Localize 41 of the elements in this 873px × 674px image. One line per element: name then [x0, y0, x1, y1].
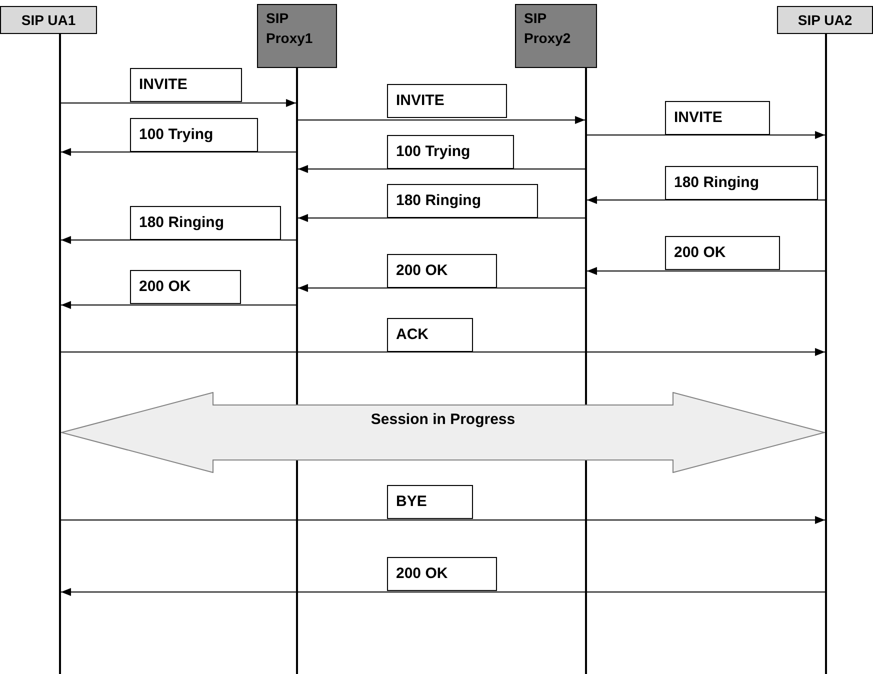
message-arrow: [60, 348, 826, 356]
lifeline: [59, 34, 61, 674]
message-label: BYE: [387, 485, 473, 519]
lifeline: [825, 34, 827, 674]
message-label: 180 Ringing: [665, 166, 818, 200]
message-label: 100 Trying: [387, 135, 514, 169]
message-label: 180 Ringing: [130, 206, 281, 240]
lifeline: [296, 68, 298, 674]
message-arrow: [60, 516, 826, 524]
participant-name: SIP UA2: [798, 11, 852, 30]
message-arrow: [298, 165, 586, 173]
participant-name: SIP Proxy1: [266, 9, 314, 48]
message-label: ACK: [387, 318, 473, 352]
message-arrow: [586, 267, 826, 275]
message-label: 200 OK: [665, 236, 780, 270]
message-arrow: [60, 99, 296, 107]
participant-box: [515, 4, 597, 68]
message-arrow: [586, 131, 826, 139]
message-arrow: [298, 116, 586, 124]
message-label: 180 Ringing: [387, 184, 538, 218]
message-arrow: [298, 214, 586, 222]
participant-box: [257, 4, 337, 68]
lifeline: [585, 68, 587, 674]
message-arrow: [60, 236, 296, 244]
participant-name: SIP UA1: [21, 11, 76, 30]
message-label: 200 OK: [387, 557, 497, 591]
participant-box: [0, 6, 97, 34]
message-arrow: [298, 284, 586, 292]
message-label: 100 Trying: [130, 118, 258, 152]
message-arrow: [60, 588, 826, 596]
message-arrow: [586, 196, 826, 204]
message-arrow: [60, 301, 296, 309]
message-label: INVITE: [130, 68, 242, 102]
message-label: 200 OK: [130, 270, 241, 304]
participant-name: SIP Proxy2: [524, 9, 572, 48]
message-arrow: [60, 148, 296, 156]
message-label: INVITE: [387, 84, 507, 118]
session-label: Session in Progress: [370, 410, 516, 430]
participant-box: [777, 6, 873, 34]
message-label: 200 OK: [387, 254, 497, 288]
message-label: INVITE: [665, 101, 770, 135]
